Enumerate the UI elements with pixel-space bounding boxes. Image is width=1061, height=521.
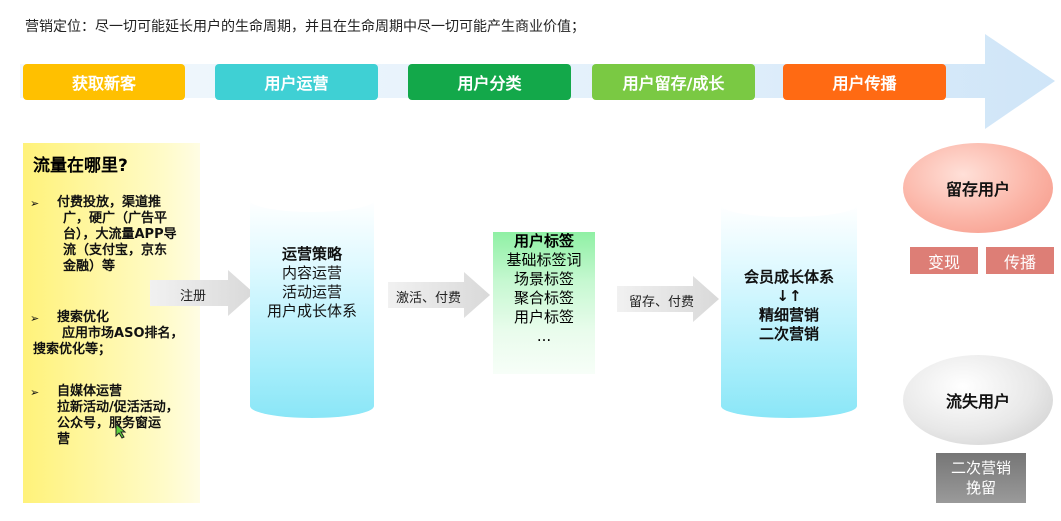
activate-label: 激活、付费: [396, 291, 462, 306]
member-growth-cylinder: [721, 193, 857, 418]
stage-retain-grow: 用户留存/成长: [592, 64, 755, 100]
up-down-arrows-icon: ↓↑: [776, 287, 802, 305]
bullet-marker: ➢: [30, 197, 40, 210]
bullet-line: 搜索优化等；: [33, 342, 112, 357]
ops-line: 用户成长体系: [266, 302, 357, 320]
traffic-sources-panel: [23, 143, 200, 503]
member-growth-line: 会员成长体系: [743, 268, 834, 286]
ops-line: 内容运营: [281, 264, 342, 282]
bullet-line: 公众号，服务窗运: [57, 416, 162, 431]
stage-label: 用户运营: [264, 74, 329, 93]
stage-classify: 用户分类: [408, 64, 571, 100]
activate-arrow: [388, 272, 490, 318]
bullet-marker: ➢: [30, 312, 40, 325]
stage-label: 获取新客: [71, 74, 136, 93]
tag-line: 用户标签: [513, 308, 574, 326]
register-arrow: [150, 270, 254, 316]
user-tags-box: 用户标签 基础标签词 场景标签 聚合标签 用户标签 ...: [493, 232, 595, 374]
positioning-statement: 营销定位：尽一切可能延长用户的生命周期，并且在生命周期中尽一切可能产生商业价值；: [25, 19, 585, 35]
monetize-label: 变现: [927, 252, 960, 272]
retain-pay-arrow: [617, 276, 719, 322]
mouse-cursor-icon: [115, 423, 127, 439]
tags-title: 用户标签: [513, 232, 574, 250]
bullet-line: 营: [57, 432, 71, 447]
member-growth-line: 二次营销: [758, 325, 819, 343]
retained-users: 留存用户: [903, 143, 1053, 233]
ops-strategy-cylinder: [250, 188, 374, 418]
retained-users-label: 留存用户: [945, 180, 1010, 199]
bullet-marker: ➢: [30, 386, 40, 399]
stage-label: 用户传播: [832, 74, 897, 93]
monetize-chip: 变现: [910, 247, 978, 274]
stage-operate: 用户运营: [215, 64, 378, 100]
bullet-line: 台），大流量APP导: [63, 227, 177, 242]
bullet-line: 自媒体运营: [57, 384, 123, 399]
tag-line: 基础标签词: [506, 251, 582, 269]
spread-chip: 传播: [986, 247, 1054, 274]
bullet-line: 流（支付宝，京东: [63, 243, 168, 258]
bullet-paid: 付费投放，渠道推 广，硬广（广告平 台），大流量APP导 流（支付宝，京东 金融…: [57, 195, 177, 275]
stage-acquire: 获取新客: [23, 64, 185, 100]
bullet-line: 拉新活动/促活活动，: [57, 400, 179, 415]
register-label: 注册: [180, 289, 207, 304]
stage-label: 用户留存/成长: [622, 74, 725, 93]
bullet-line: 付费投放，渠道推: [57, 195, 162, 210]
churned-users: 流失用户: [903, 355, 1053, 445]
panel-title: 流量在哪里?: [33, 156, 128, 176]
bullet-line: 金融）等: [63, 259, 116, 274]
ops-strategy-text: 运营策略 内容运营 活动运营 用户成长体系: [250, 245, 374, 321]
ops-line: 活动运营: [281, 283, 342, 301]
bullet-search: 搜索优化 应用市场ASO排名， 搜索优化等；: [33, 310, 184, 358]
bullet-line: 搜索优化: [57, 310, 110, 325]
ops-strategy-title: 运营策略: [281, 245, 342, 263]
stage-spread: 用户传播: [783, 64, 946, 100]
spread-label: 传播: [1003, 252, 1036, 272]
stage-label: 用户分类: [457, 74, 522, 93]
bullet-media: 自媒体运营 拉新活动/促活活动， 公众号，服务窗运 营: [57, 384, 179, 448]
recall-box: 二次营销 挽留: [936, 453, 1026, 503]
recall-line: 挽留: [965, 479, 996, 497]
bullet-line: 应用市场ASO排名，: [53, 326, 184, 341]
member-growth-text: 会员成长体系 ↓↑ 精细营销 二次营销: [721, 268, 857, 344]
bullet-line: 广，硬广（广告平: [63, 211, 168, 226]
retain-pay-label: 留存、付费: [629, 295, 695, 310]
tag-line: ...: [536, 327, 552, 345]
member-growth-line: 精细营销: [758, 306, 819, 324]
churned-users-label: 流失用户: [945, 392, 1010, 411]
tag-line: 聚合标签: [513, 289, 574, 307]
tag-line: 场景标签: [513, 270, 574, 288]
recall-line: 二次营销: [950, 459, 1011, 477]
